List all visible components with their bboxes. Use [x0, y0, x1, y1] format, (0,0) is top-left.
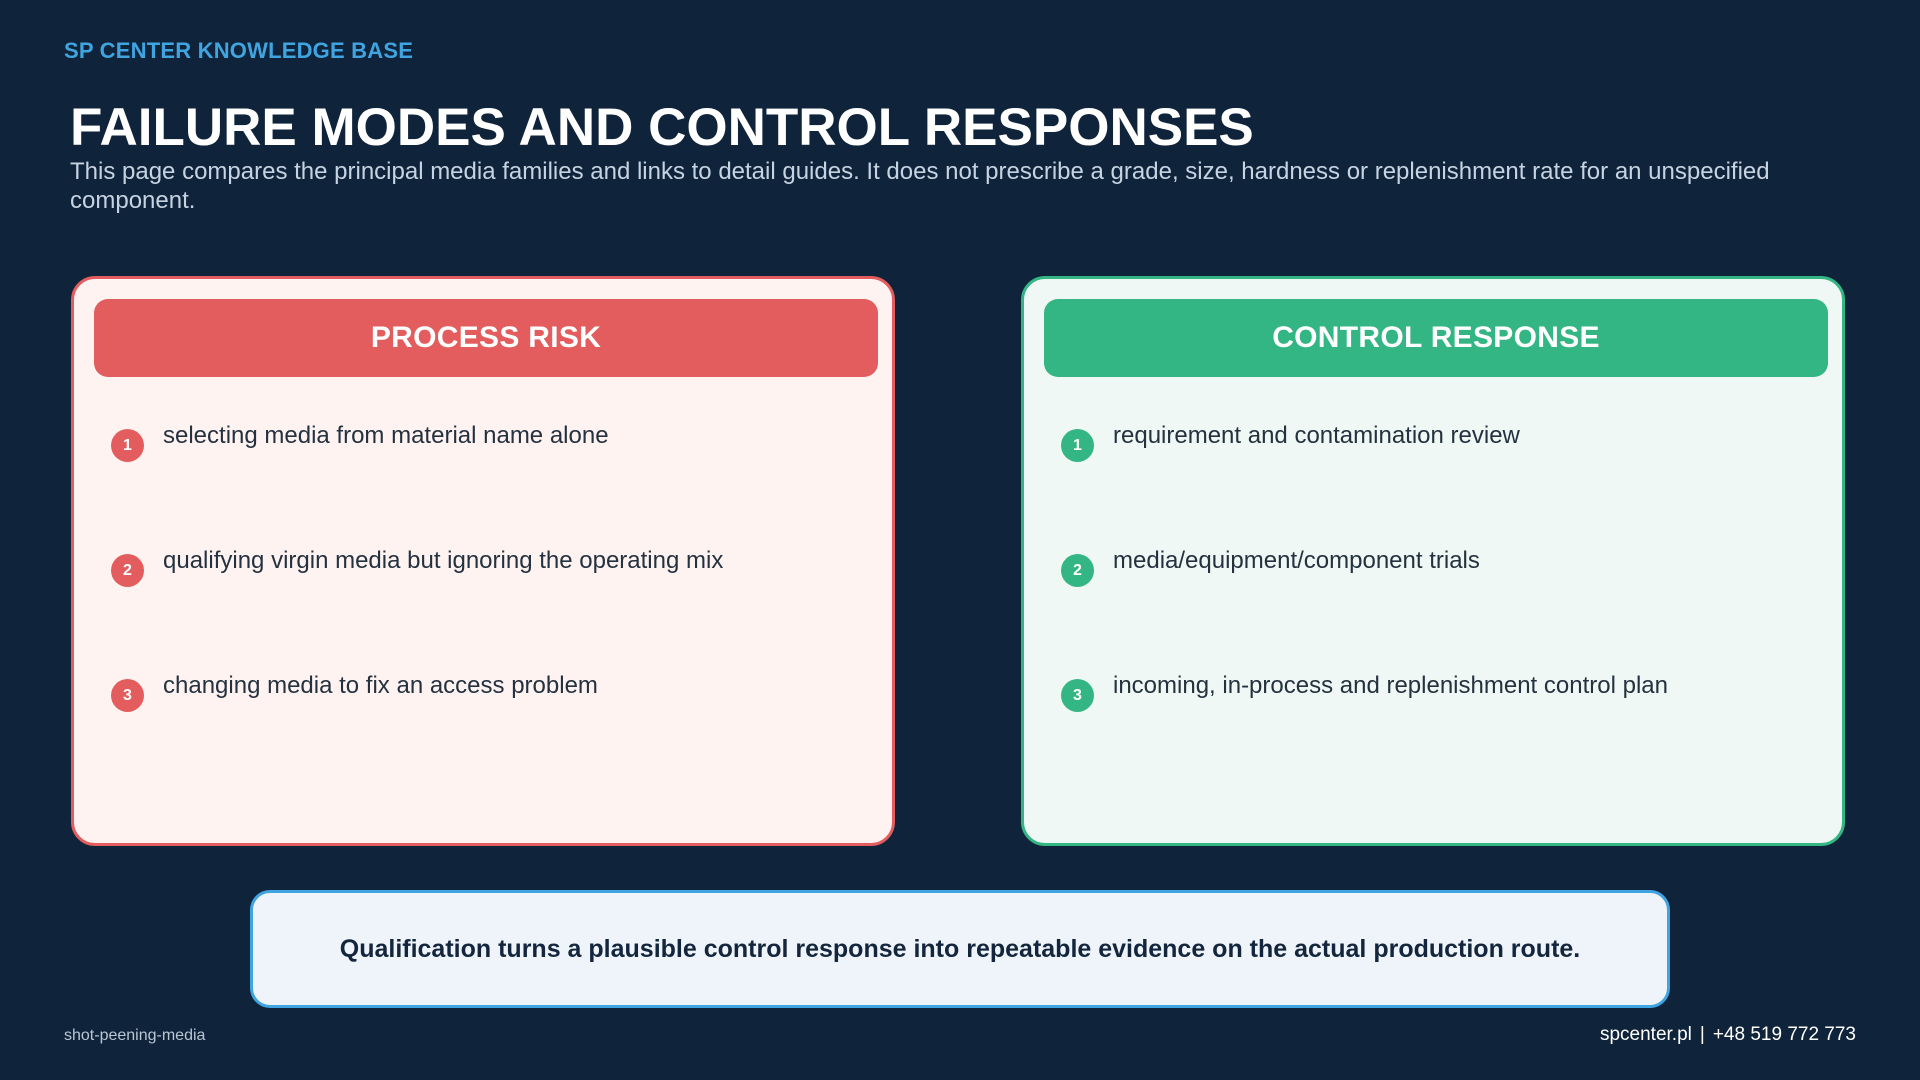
risk-item-text: changing media to fix an access problem	[163, 672, 598, 699]
number-badge: 3	[111, 679, 144, 712]
risk-item-text: qualifying virgin media but ignoring the…	[163, 547, 724, 574]
number-badge: 2	[1061, 554, 1094, 587]
control-item: 1 requirement and contamination review	[1061, 422, 1821, 462]
number-badge: 3	[1061, 679, 1094, 712]
footer-separator: |	[1699, 1024, 1705, 1045]
process-risk-panel: PROCESS RISK 1 selecting media from mate…	[71, 276, 895, 846]
control-item-text: incoming, in-process and replenishment c…	[1113, 672, 1668, 699]
control-item: 3 incoming, in-process and replenishment…	[1061, 672, 1821, 712]
control-response-panel: CONTROL RESPONSE 1 requirement and conta…	[1021, 276, 1845, 846]
qualification-callout: Qualification turns a plausible control …	[250, 890, 1670, 1008]
process-risk-heading: PROCESS RISK	[94, 299, 878, 377]
footer-website: spcenter.pl	[1599, 1024, 1692, 1045]
control-item-text: requirement and contamination review	[1113, 422, 1520, 449]
knowledge-base-label: SP CENTER KNOWLEDGE BASE	[64, 38, 414, 63]
page-subtitle: This page compares the principal media f…	[70, 158, 1770, 214]
risk-item-text: selecting media from material name alone	[163, 422, 609, 449]
control-item: 2 media/equipment/component trials	[1061, 547, 1821, 587]
risk-item: 3 changing media to fix an access proble…	[111, 672, 871, 712]
number-badge: 1	[111, 429, 144, 462]
callout-text: Qualification turns a plausible control …	[339, 934, 1581, 963]
footer-phone: +48 519 772 773	[1712, 1024, 1856, 1045]
control-item-text: media/equipment/component trials	[1113, 547, 1480, 574]
risk-item: 1 selecting media from material name alo…	[111, 422, 871, 462]
footer-slug: shot-peening-media	[64, 1027, 206, 1044]
risk-item: 2 qualifying virgin media but ignoring t…	[111, 547, 871, 587]
page-title: FAILURE MODES AND CONTROL RESPONSES	[70, 98, 1254, 157]
number-badge: 1	[1061, 429, 1094, 462]
footer-contact: spcenter.pl | +48 519 772 773	[1600, 1024, 1856, 1046]
control-response-heading: CONTROL RESPONSE	[1044, 299, 1828, 377]
number-badge: 2	[111, 554, 144, 587]
